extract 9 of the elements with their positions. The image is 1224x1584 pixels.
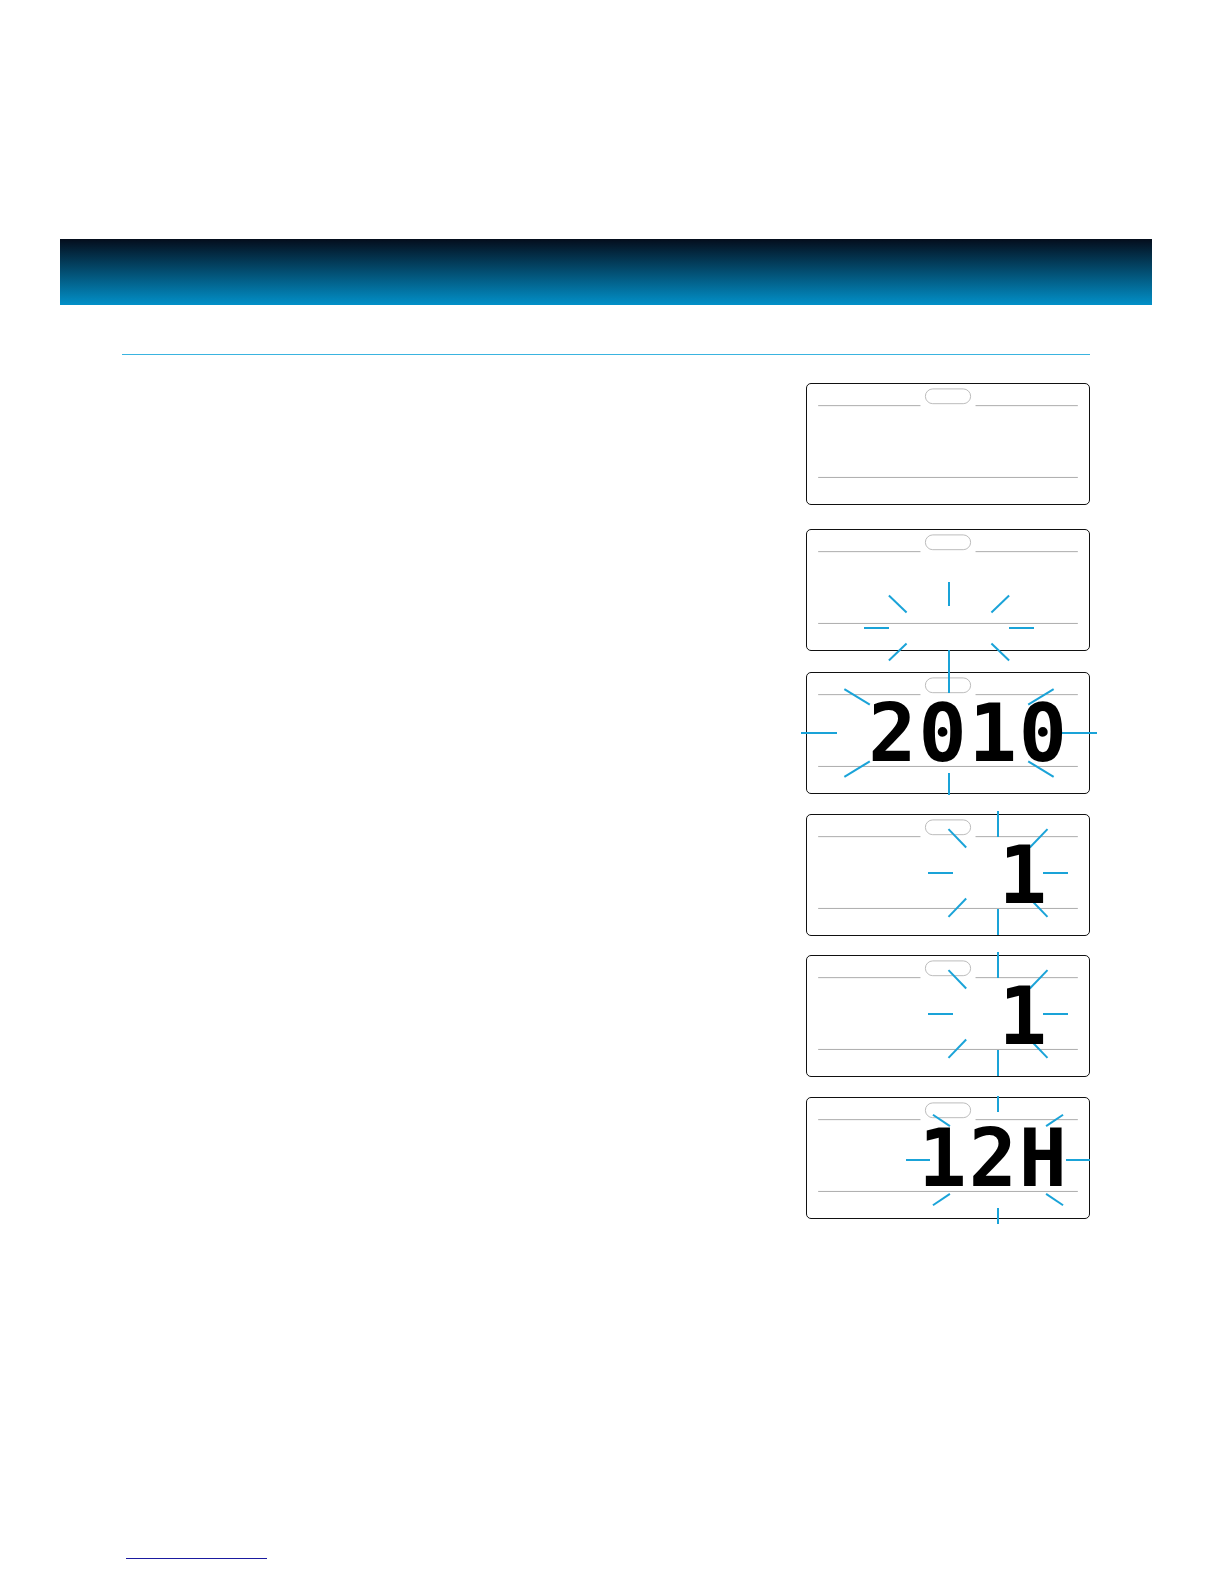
display-readout: 1 [998, 836, 1049, 916]
display-readout: 12H [918, 1119, 1069, 1199]
lcd-display [806, 529, 1090, 651]
display-readout: 1 [998, 977, 1049, 1057]
lcd-display [806, 814, 1090, 936]
lcd-display [806, 1097, 1090, 1219]
lcd-display [806, 383, 1090, 505]
display-readout: 2010 [868, 694, 1069, 774]
lcd-display [806, 955, 1090, 1077]
